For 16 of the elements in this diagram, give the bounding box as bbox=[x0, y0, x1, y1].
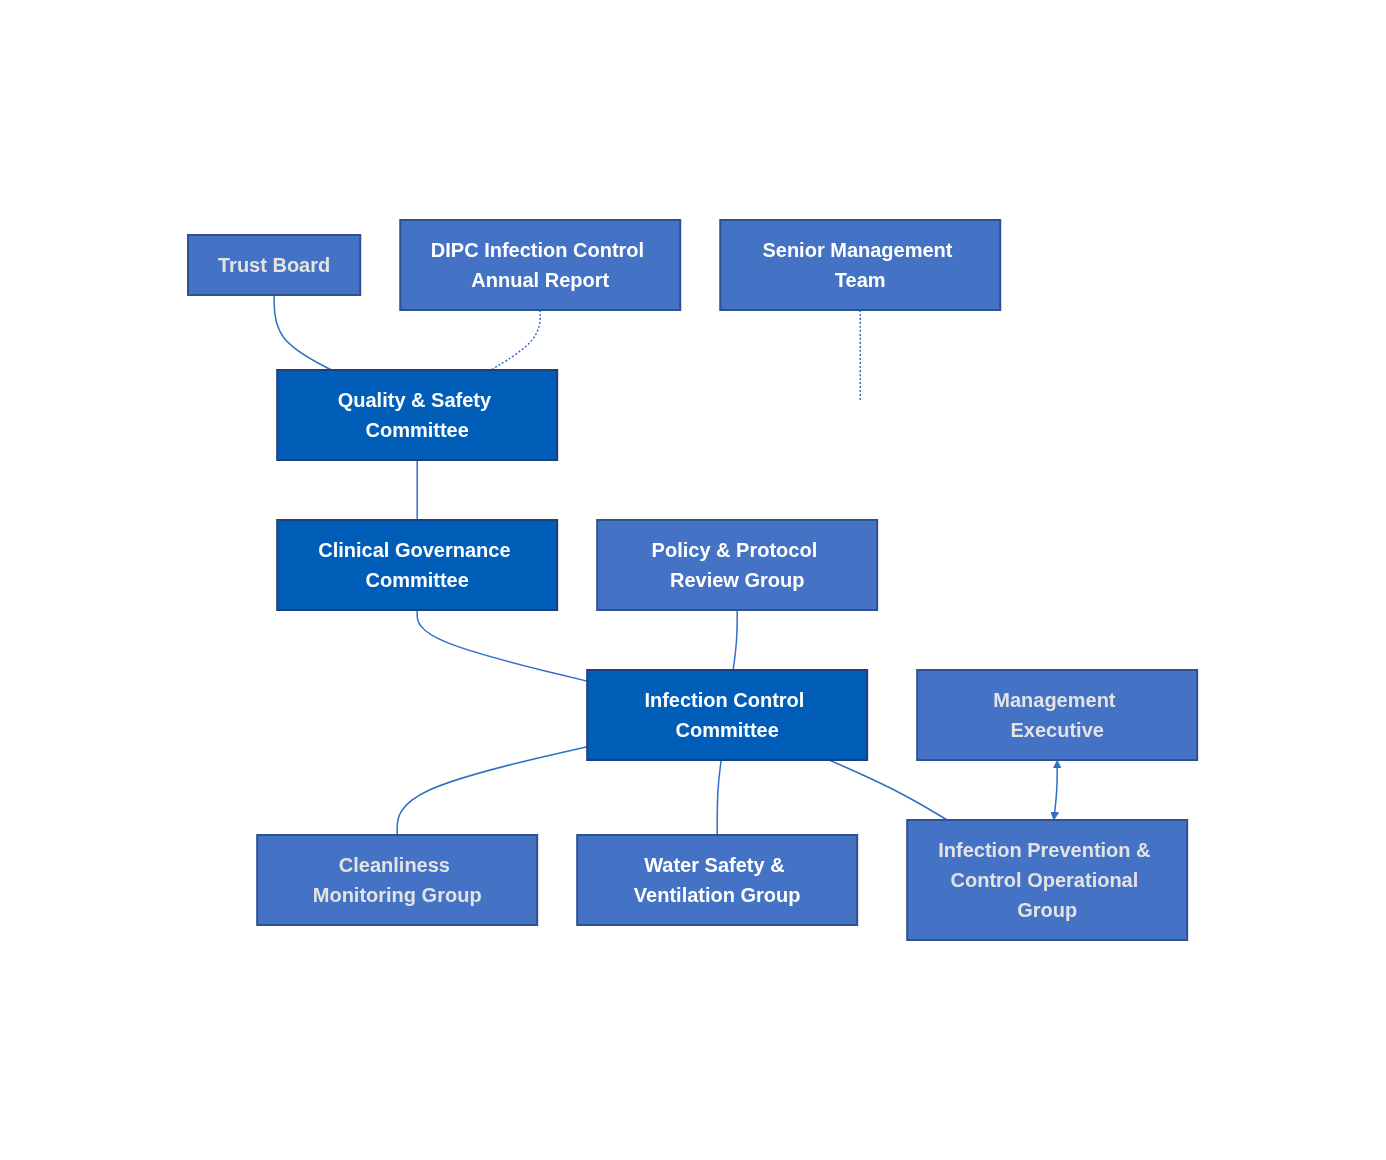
node-box: Infection Control Committee bbox=[586, 669, 869, 761]
arrow bbox=[1050, 760, 1062, 821]
node-box: Cleanliness Monitoring Group bbox=[256, 834, 539, 926]
node-box: Senior Management Team bbox=[719, 219, 1002, 311]
node-box: Trust Board bbox=[187, 234, 362, 296]
node-box: Management Executive bbox=[916, 669, 1199, 761]
node-box: Water Safety & Ventilation Group bbox=[576, 834, 859, 926]
node-box: Infection Prevention & Control Operational Group bbox=[906, 819, 1189, 941]
connector bbox=[732, 609, 739, 671]
node-box: Policy & Protocol Review Group bbox=[596, 519, 879, 611]
connector bbox=[416, 459, 419, 521]
node-box: DIPC Infection Control Annual Report bbox=[399, 219, 682, 311]
connector bbox=[716, 759, 723, 836]
node-box: Quality & Safety Committee bbox=[276, 369, 559, 461]
node-box: Clinical Governance Committee bbox=[276, 519, 559, 611]
connector bbox=[273, 294, 333, 371]
